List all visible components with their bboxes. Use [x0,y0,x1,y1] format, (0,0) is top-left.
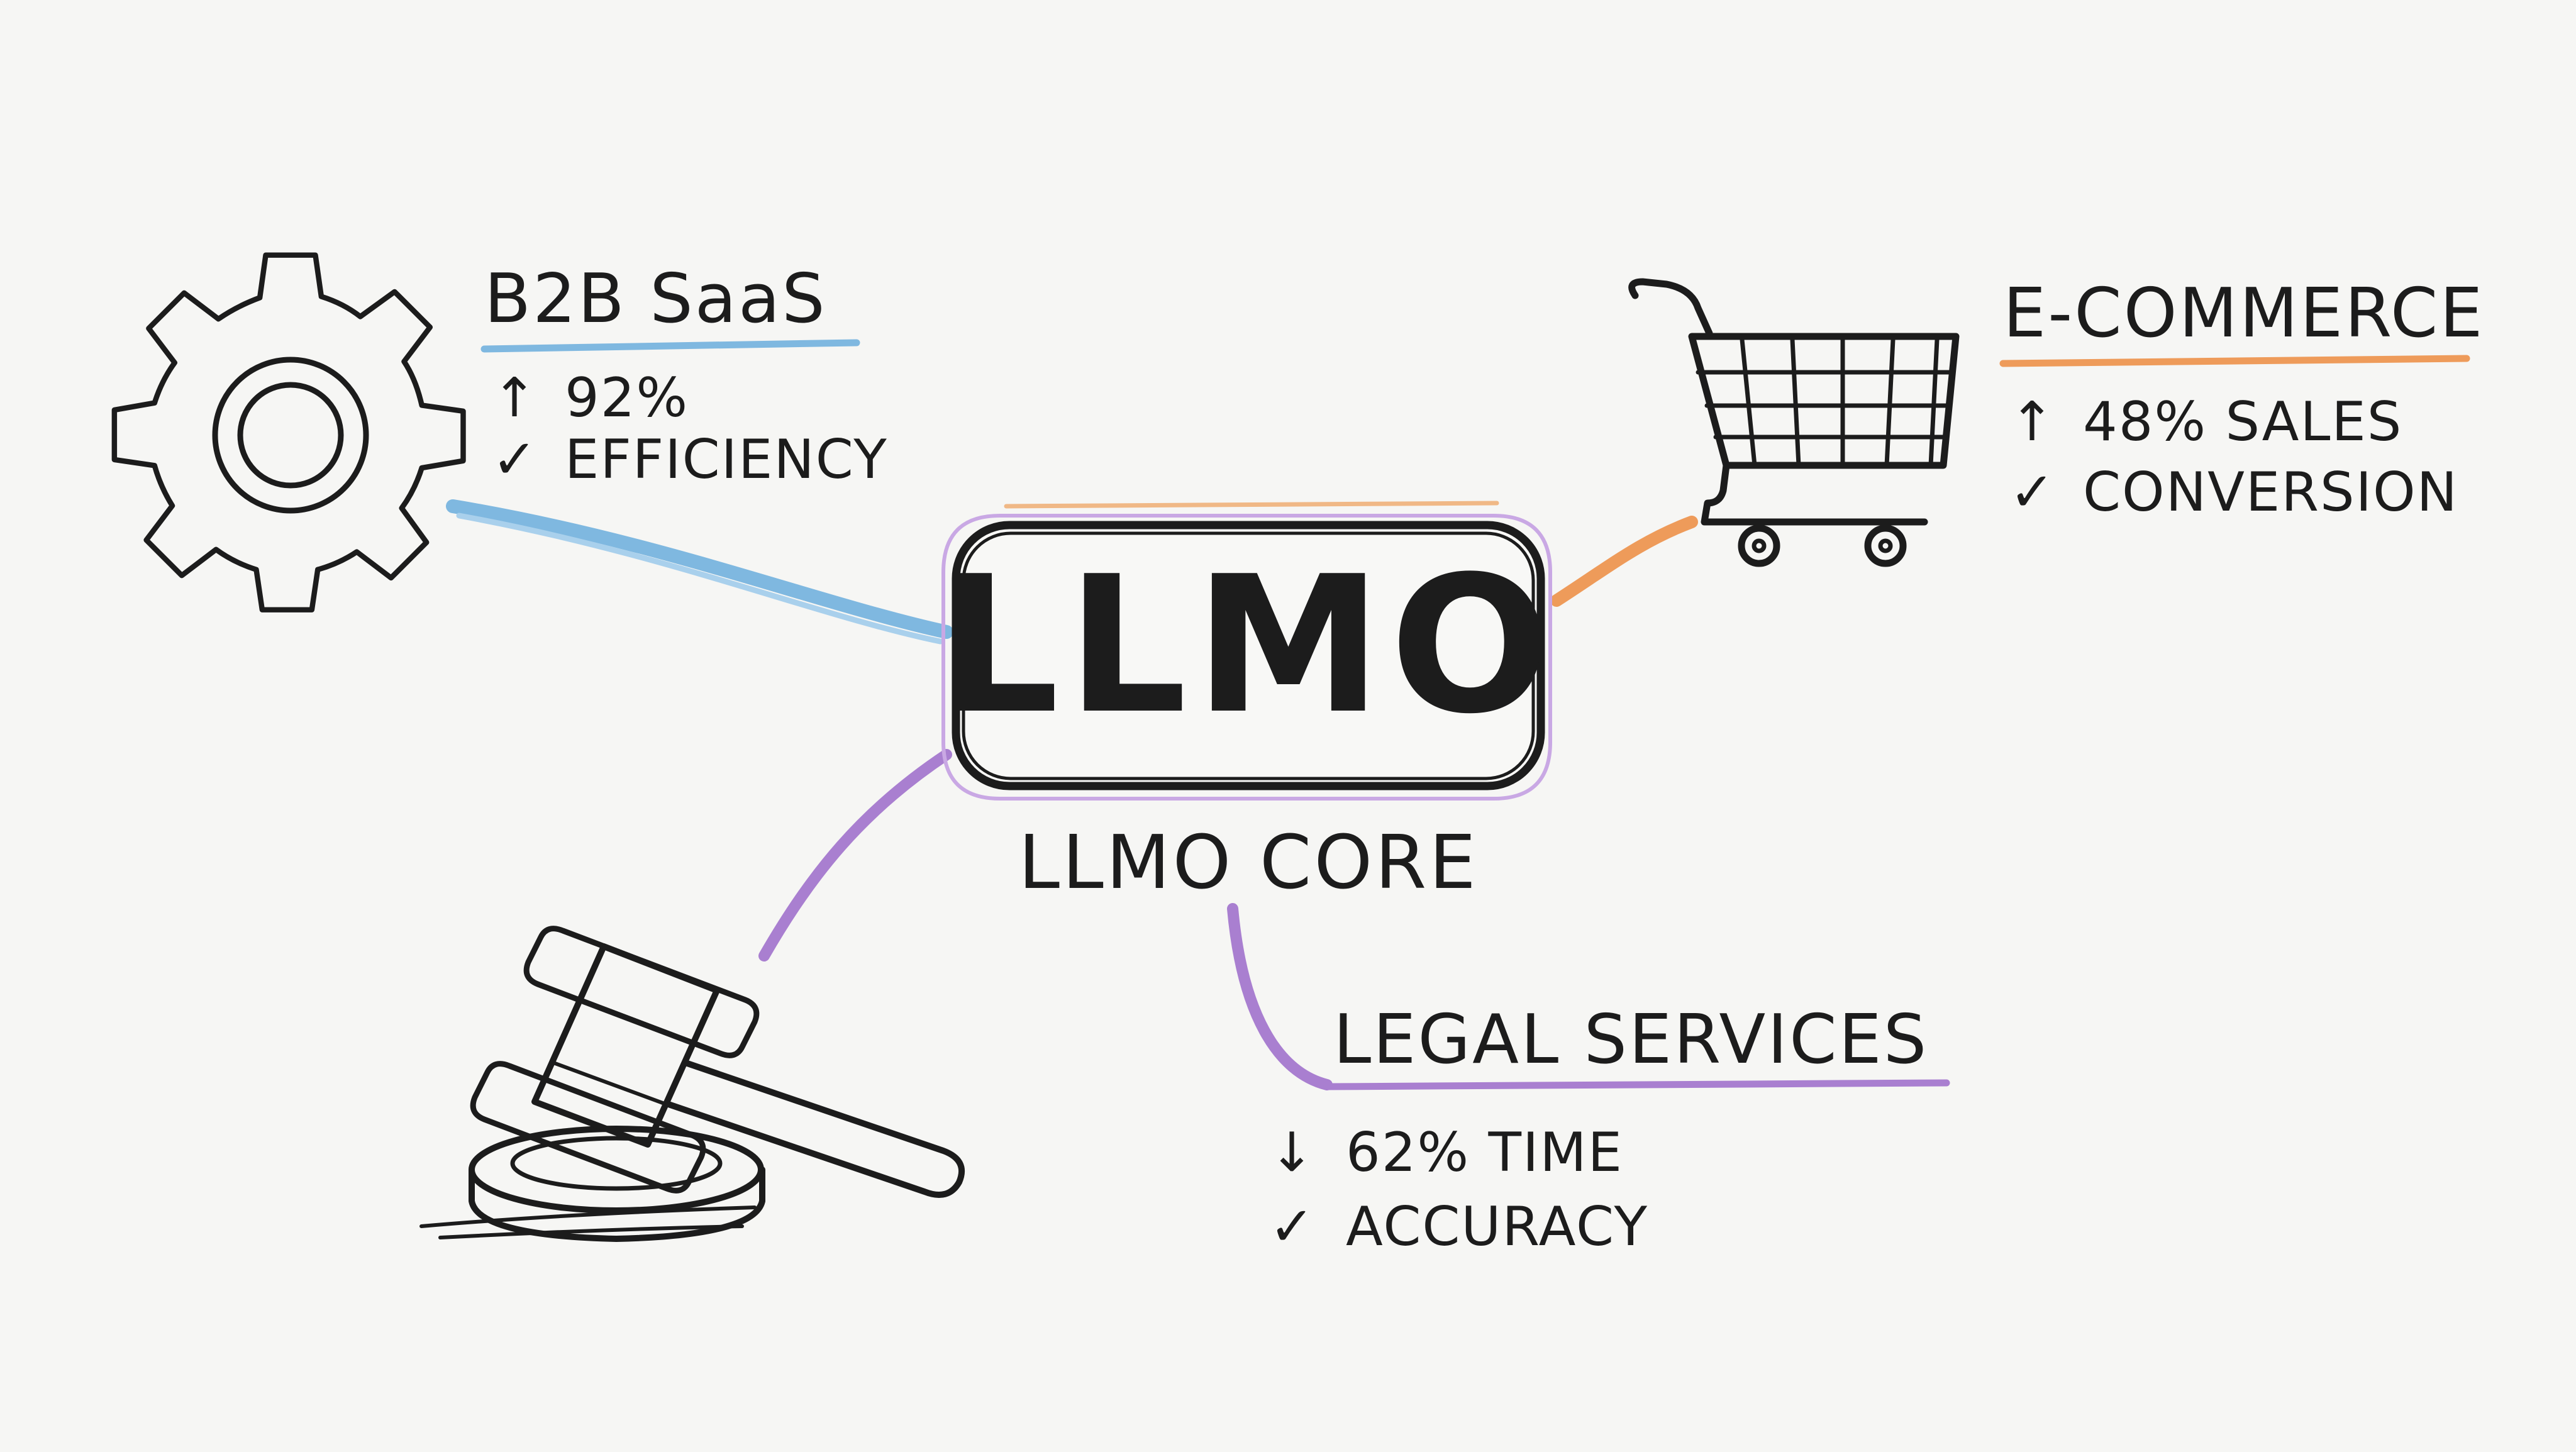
legal-node: LEGAL SERVICES ↓ 62% TIME ✓ ACCURACY [419,926,1950,1258]
core-box-glow [941,514,1552,801]
saas-underline [480,339,860,353]
saas-stat2-mark: ✓ [492,428,538,491]
saas-stat1-text: 92% [565,367,689,430]
gear-icon [111,252,466,612]
saas-stat2-text: EFFICIENCY [565,428,888,491]
connector-saas-line-2 [456,513,943,645]
ecommerce-node: E-COMMERCE ↑ 48% SALES ✓ CONVERSION [1628,274,2485,567]
saas-node: B2B SaaS ↑ 92% ✓ EFFICIENCY [111,252,888,612]
connector-legal-gavel [758,749,952,962]
connector-saas-line [446,499,953,639]
connector-saas [446,499,953,645]
core-box-glow-top [1004,501,1499,509]
core-box-outline [962,531,1535,780]
ecommerce-stat1-arrow: ↑ [2009,391,2056,453]
ecommerce-title: E-COMMERCE [2003,274,2485,353]
saas-stat1-arrow: ↑ [492,367,538,430]
legal-stat2-text: ACCURACY [1346,1195,1648,1258]
ecommerce-stat2-mark: ✓ [2009,461,2056,524]
core-label: LLMO CORE [1018,819,1479,906]
connector-ecommerce-line [1550,516,1698,607]
connector-legal-services-line [1227,903,1333,1090]
connector-legal-gavel-line [758,749,952,962]
connector-ecommerce [1550,516,1698,607]
core-node: LLMO LLMO CORE [939,501,1558,906]
connector-legal-services [1227,903,1333,1090]
legal-underline [1323,1079,1950,1090]
core-box [952,521,1545,790]
ecommerce-stat1-text: 48% SALES [2083,391,2402,453]
core-title: LLMO [939,536,1558,755]
legal-stat1-text: 62% TIME [1346,1121,1623,1184]
legal-title: LEGAL SERVICES [1333,1000,1928,1079]
ecommerce-underline [1999,355,2470,367]
legal-stat1-arrow: ↓ [1269,1121,1316,1184]
shopping-cart-icon [1628,278,1960,567]
saas-title: B2B SaaS [484,260,827,338]
legal-stat2-mark: ✓ [1269,1195,1316,1258]
ecommerce-stat2-text: CONVERSION [2083,461,2458,524]
gavel-icon [419,926,965,1242]
